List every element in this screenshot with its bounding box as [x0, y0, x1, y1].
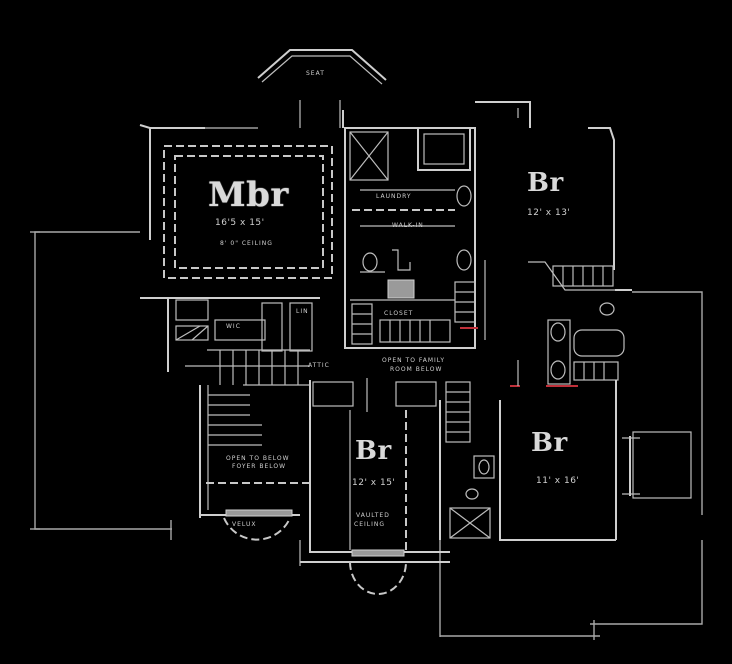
closet-note: CLOSET [384, 310, 414, 317]
bedroom-se-label: Br [531, 428, 568, 458]
master-bedroom-label: Mbr [208, 175, 289, 215]
bedroom-center-note-1: VAULTED [356, 512, 390, 519]
dimension-lines [30, 231, 703, 640]
master-bedroom [139, 110, 344, 279]
bedroom-center-dims: 12' x 15' [352, 478, 396, 488]
wic-note: WIC [226, 323, 241, 330]
open-to-below-note: OPEN TO BELOW [226, 455, 290, 462]
central-core [344, 127, 486, 349]
master-bedroom-dims: 16'5 x 15' [215, 218, 265, 228]
laundry-note: LAUNDRY [376, 193, 412, 200]
bath-right [510, 319, 625, 540]
bedroom-ne-walls [475, 101, 632, 316]
balcony-label: VELUX [232, 521, 257, 528]
linen-note: LIN [296, 308, 309, 315]
hall-bath [439, 381, 495, 540]
foyer-below-note: FOYER BELOW [232, 463, 287, 470]
bedroom-center-walls [299, 378, 450, 595]
bay-window [257, 49, 387, 128]
bedroom-center-note-2: CEILING [354, 521, 385, 528]
bedroom-center-label: Br [355, 436, 392, 466]
bedroom-ne-label: Br [527, 168, 564, 198]
bedroom-ne-dims: 12' x 13' [527, 208, 571, 218]
attic-note: ATTIC [308, 362, 330, 369]
bridge-note-line-1: OPEN TO FAMILY [382, 357, 445, 364]
master-ceiling-note: 8' 0" CEILING [220, 240, 273, 247]
bridge-note-line-2: ROOM BELOW [390, 366, 443, 373]
walk-in-note: WALK-IN [392, 222, 424, 229]
bedroom-se-walls [499, 400, 692, 541]
top-bay-note: SEAT [306, 70, 325, 77]
bedroom-se-dims: 11' x 16' [536, 476, 580, 486]
stair-left [140, 297, 320, 541]
